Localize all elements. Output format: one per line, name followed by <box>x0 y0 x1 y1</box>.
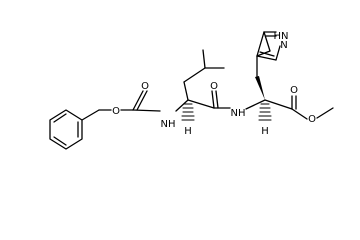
benzene-ring <box>49 109 83 150</box>
amide-carbonyl-oxygen-label: O <box>210 81 218 92</box>
imidazole-ring <box>256 31 281 78</box>
histidine-residue-bonds <box>245 95 334 120</box>
histidine-alpha-h-label: H <box>261 126 269 137</box>
methoxy-oxygen-label: O <box>308 114 316 125</box>
carbamate-carbonyl-oxygen-label: O <box>141 81 149 92</box>
histidine-alpha-hash-bond <box>258 103 272 121</box>
ester-carbonyl-oxygen-label: O <box>290 85 298 96</box>
amide-nh-label: NH <box>231 108 246 119</box>
ester-oxygen-label: O <box>112 106 120 117</box>
carbamate-linker-bonds <box>81 90 161 121</box>
histidine-sidechain-wedge-bond <box>255 76 265 100</box>
imidazole-nh-label: HN <box>274 31 289 42</box>
leucine-alpha-h-label: H <box>184 126 192 137</box>
chemical-structure-diagram: O O NH H O NH HN N H O O <box>49 31 334 150</box>
imidazole-n-label: N <box>280 40 287 51</box>
leucine-alpha-hash-bond <box>181 103 195 121</box>
leucine-residue-bonds <box>175 49 231 112</box>
carbamate-nh-label: NH <box>161 119 176 130</box>
